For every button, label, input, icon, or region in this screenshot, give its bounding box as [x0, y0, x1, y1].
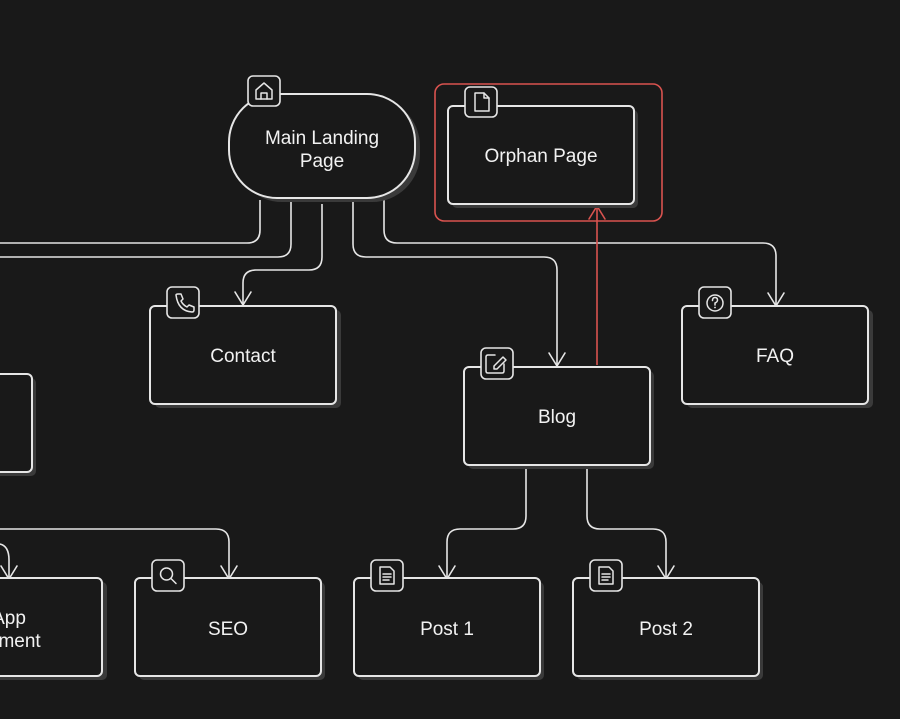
node-contact[interactable]: Contact: [149, 286, 341, 408]
faq-label: FAQ: [756, 346, 794, 367]
app-dev-label-line2: opment: [0, 631, 41, 652]
node-seo[interactable]: SEO: [134, 559, 325, 680]
node-partial-left[interactable]: [0, 373, 36, 476]
app-dev-label-line1: App: [0, 608, 26, 629]
home-icon: [247, 75, 281, 107]
main-landing-label-line1: Main Landing: [265, 128, 379, 149]
blog-label: Blog: [538, 407, 576, 428]
edge-blog-to-post2: [586, 464, 667, 578]
orphan-page-label: Orphan Page: [484, 146, 597, 167]
node-orphan-page[interactable]: Orphan Page: [434, 83, 663, 222]
edge-main-to-offscreen-1: [0, 200, 261, 244]
main-landing-label-line2: Page: [300, 151, 344, 172]
edge-main-to-faq: [383, 200, 777, 305]
node-main-landing[interactable]: Main Landing Page: [228, 75, 420, 202]
seo-label: SEO: [208, 619, 248, 640]
contact-label: Contact: [210, 346, 276, 367]
edges: [0, 200, 785, 580]
post-1-label: Post 1: [420, 619, 474, 640]
document-icon: [464, 86, 498, 118]
orphan-highlight-frame: [434, 83, 663, 222]
edge-main-to-blog: [352, 202, 558, 365]
post-2-label: Post 2: [639, 619, 693, 640]
help-circle-icon: [698, 286, 732, 319]
search-icon: [151, 559, 185, 592]
node-app-development[interactable]: App opment: [0, 577, 107, 680]
edge-to-app-dev: [0, 543, 10, 578]
edge-main-to-contact: [242, 204, 323, 304]
edge-main-to-offscreen-2: [0, 200, 292, 258]
phone-icon: [166, 286, 200, 319]
node-blog[interactable]: Blog: [463, 347, 654, 469]
node-post-2[interactable]: Post 2: [572, 559, 763, 680]
node-faq[interactable]: FAQ: [681, 286, 873, 408]
file-text-icon: [589, 559, 623, 592]
file-text-icon: [370, 559, 404, 592]
node-post-1[interactable]: Post 1: [353, 559, 544, 680]
edge-to-seo: [0, 528, 230, 578]
edit-icon: [480, 347, 514, 380]
edge-blog-to-post1: [446, 464, 527, 578]
